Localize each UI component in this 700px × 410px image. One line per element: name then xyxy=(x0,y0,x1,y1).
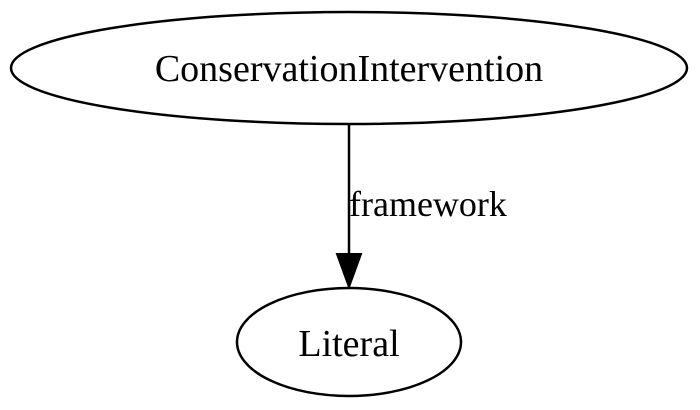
edge-framework: framework xyxy=(335,124,507,290)
node-label-literal: Literal xyxy=(298,323,399,365)
node-ellipse xyxy=(9,10,689,126)
node-literal[interactable]: Literal xyxy=(235,286,463,398)
node-conservation-intervention[interactable]: ConservationIntervention xyxy=(9,10,689,126)
node-ellipse xyxy=(235,286,463,398)
node-label-conservation-intervention: ConservationIntervention xyxy=(155,48,543,90)
edge-arrowhead xyxy=(335,253,363,290)
edge-label-framework: framework xyxy=(349,184,507,224)
